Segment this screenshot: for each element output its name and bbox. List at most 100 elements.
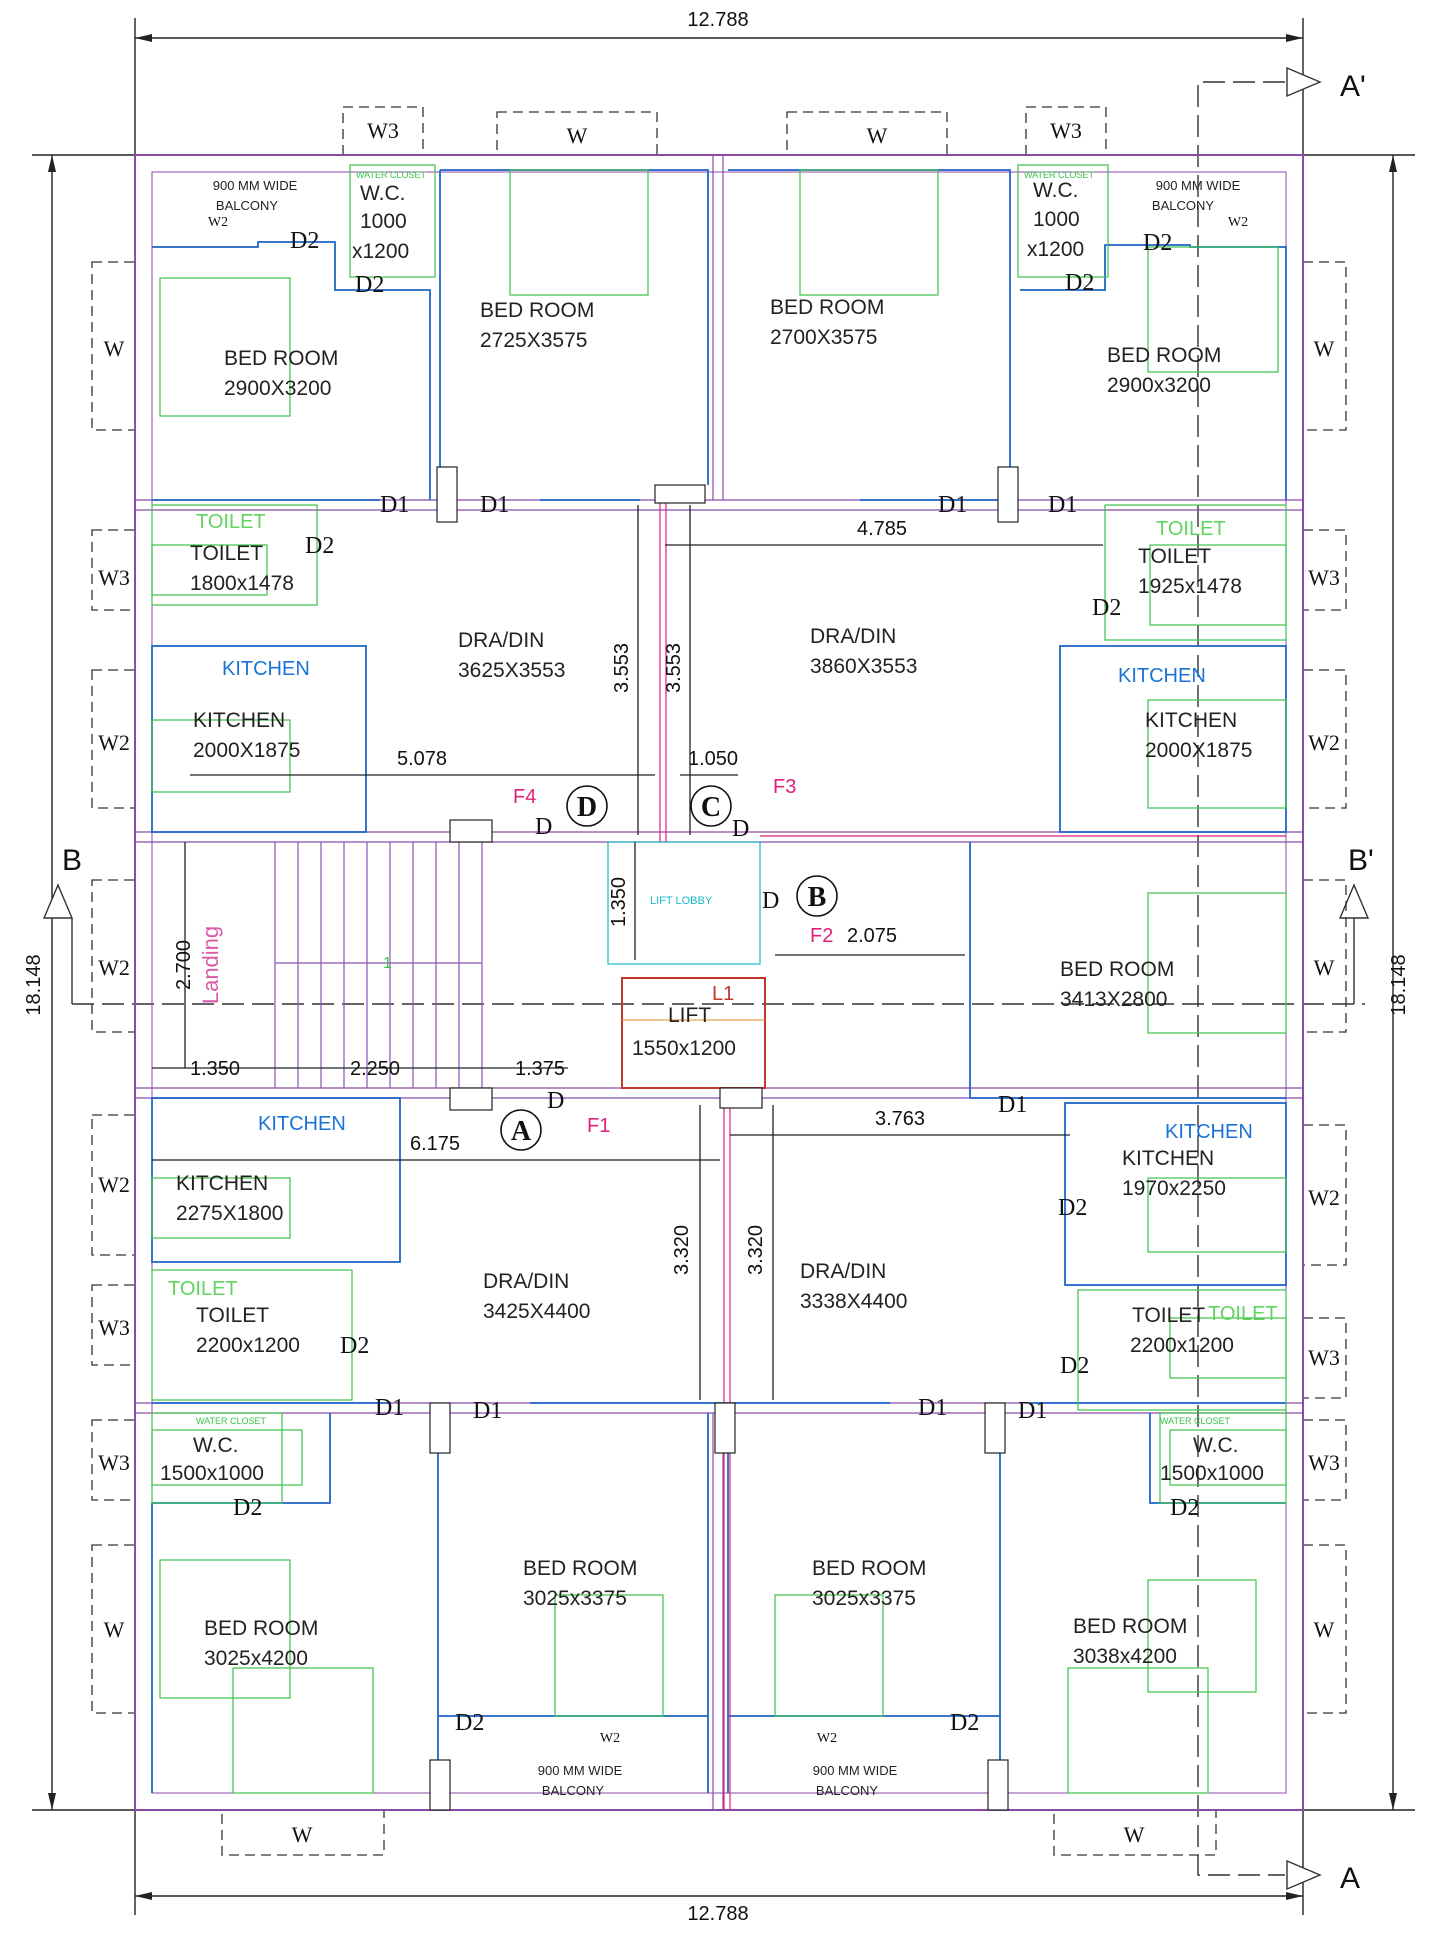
wc-lr-tag: WATER CLOSET <box>1160 1416 1231 1426</box>
toilet-ll-tag: TOILET <box>168 1278 238 1300</box>
window-w2-left-2: W2 <box>98 955 130 980</box>
balcony-tr-line1: 900 MM WIDE <box>1156 178 1241 193</box>
bed-bl-name: BED ROOM <box>204 1617 318 1640</box>
door-d2-4: D2 <box>1065 270 1094 296</box>
door-labels: D2 D2 D2 D2 D1 D1 D1 D1 D2 D2 D D D D D1… <box>233 228 1199 1736</box>
room-outlines <box>151 169 1287 1793</box>
dim-6175: 6.175 <box>410 1133 460 1155</box>
toilet-ur-name: TOILET <box>1138 545 1211 568</box>
wc-tl-size2: x1200 <box>352 240 409 263</box>
interior-dimension-lines <box>152 505 1103 1400</box>
lift-size: 1550x1200 <box>632 1037 736 1060</box>
overall-dimension-lines <box>32 18 1415 1915</box>
door-d1-3: D1 <box>938 492 967 518</box>
wc-ll-size: 1500x1000 <box>160 1462 264 1485</box>
door-d1-1: D1 <box>380 492 409 518</box>
bed-tc2-name: BED ROOM <box>770 296 884 319</box>
wc-tl-name: W.C. <box>360 182 406 205</box>
door-d-3: D <box>762 888 779 914</box>
door-d-1: D <box>535 814 552 840</box>
toilet-ul-name: TOILET <box>190 542 263 565</box>
door-d2-6: D2 <box>1092 595 1121 621</box>
window-w3-left-1: W3 <box>98 565 130 590</box>
toilet-lr-size: 2200x1200 <box>1130 1334 1234 1357</box>
bed-br-size: 3038x4200 <box>1073 1645 1177 1668</box>
lift-lobby-label: LIFT LOBBY <box>650 895 713 907</box>
window-w-top-2: W <box>867 123 888 148</box>
toilet-ll-name: TOILET <box>196 1304 269 1327</box>
wc-lr-name: W.C. <box>1193 1434 1239 1457</box>
window-w3-left-3: W3 <box>98 1450 130 1475</box>
door-d-2: D <box>732 816 749 842</box>
door-d1-6: D1 <box>375 1395 404 1421</box>
section-a-prime-label: A' <box>1340 70 1366 103</box>
window-w2-balcony-tl: W2 <box>208 215 228 230</box>
door-d2-12: D2 <box>455 1710 484 1736</box>
dim-3763: 3.763 <box>875 1108 925 1130</box>
balcony-br-line2: BALCONY <box>816 1783 878 1798</box>
flat-a-label: A <box>511 1116 532 1147</box>
dim-2700-landing: 2.700 <box>173 940 195 990</box>
balcony-bl-line1: 900 MM WIDE <box>538 1763 623 1778</box>
wc-ll-tag: WATER CLOSET <box>196 1416 267 1426</box>
wc-tl-tag: WATER CLOSET <box>356 170 427 180</box>
overall-dimension-arrows <box>48 34 1397 1900</box>
door-d2-1: D2 <box>290 228 319 254</box>
door-d2-10: D2 <box>233 1495 262 1521</box>
flat-code-f4: F4 <box>513 786 536 808</box>
wc-tr-tag: WATER CLOSET <box>1024 170 1095 180</box>
duct-lines <box>659 500 1286 1810</box>
lift-tag: L1 <box>712 983 734 1005</box>
window-w2-balcony-tr: W2 <box>1228 215 1248 230</box>
dim-3553-right: 3.553 <box>663 643 685 693</box>
dim-3320-left: 3.320 <box>671 1225 693 1275</box>
door-d2-8: D2 <box>340 1333 369 1359</box>
window-w2-balcony-br: W2 <box>817 1731 837 1746</box>
window-w2-left-3: W2 <box>98 1172 130 1197</box>
wc-lr-size: 1500x1000 <box>1160 1462 1264 1485</box>
dim-1350-stair: 1.350 <box>190 1058 240 1080</box>
dra-ul-size: 3625X3553 <box>458 659 565 682</box>
toilet-lr-name: TOILET <box>1132 1304 1205 1327</box>
water-closet-tags: WATER CLOSET WATER CLOSET WATER CLOSET W… <box>196 170 1231 1426</box>
flat-code-f2: F2 <box>810 925 833 947</box>
section-b-prime-label: B' <box>1348 844 1374 877</box>
door-d1-5: D1 <box>998 1092 1027 1118</box>
toilet-lr-tag: TOILET <box>1208 1303 1278 1325</box>
lift-lobby-outline <box>607 841 761 965</box>
staircase <box>274 842 483 1088</box>
bed-br-name: BED ROOM <box>1073 1615 1187 1638</box>
kitchen-ll-name: KITCHEN <box>176 1172 268 1195</box>
bed-mid-r-name: BED ROOM <box>1060 958 1174 981</box>
section-arrows <box>42 66 1370 1891</box>
balcony-br-line1: 900 MM WIDE <box>813 1763 898 1778</box>
flat-letters: D C B A <box>511 792 826 1147</box>
wc-tr-size1: 1000 <box>1033 208 1080 231</box>
kitchen-ll-size: 2275X1800 <box>176 1202 283 1225</box>
door-d2-3: D2 <box>1143 230 1172 256</box>
right-overall-dimension: 18.148 <box>1388 954 1410 1015</box>
flat-codes: F4 F3 F2 F1 <box>513 776 833 1137</box>
window-w3-left-2: W3 <box>98 1315 130 1340</box>
wc-tr-size2: x1200 <box>1027 238 1084 261</box>
bed-bc1-name: BED ROOM <box>523 1557 637 1580</box>
stair-number: 1 <box>383 955 392 972</box>
bed-mid-r-size: 3413X2800 <box>1060 988 1167 1011</box>
kitchen-lr-name: KITCHEN <box>1122 1147 1214 1170</box>
kitchen-ul-tag: KITCHEN <box>222 658 310 680</box>
section-lines <box>72 81 1365 1876</box>
section-b-label: B <box>62 844 82 877</box>
dim-3553-left: 3.553 <box>611 643 633 693</box>
door-d1-2: D1 <box>480 492 509 518</box>
kitchen-ll-tag: KITCHEN <box>258 1113 346 1135</box>
dra-ll-size: 3425X4400 <box>483 1300 590 1323</box>
dim-1050: 1.050 <box>688 748 738 770</box>
door-d2-11: D2 <box>1170 1495 1199 1521</box>
columns <box>429 466 1019 1811</box>
dim-1350-lobby: 1.350 <box>608 877 630 927</box>
flat-d-label: D <box>577 792 597 823</box>
dim-2075: 2.075 <box>847 925 897 947</box>
balcony-tl-line2: BALCONY <box>216 198 278 213</box>
flat-code-f3: F3 <box>773 776 796 798</box>
bed-tl-size: 2900X3200 <box>224 377 331 400</box>
